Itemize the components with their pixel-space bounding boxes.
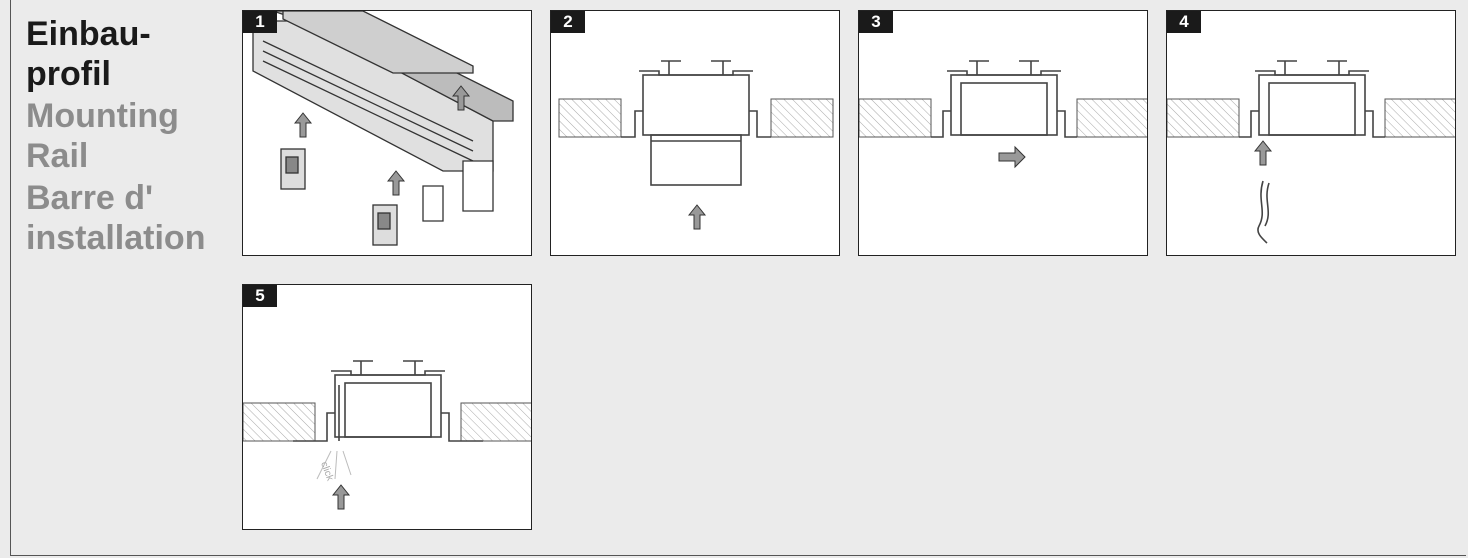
- insert-profile-arrow-up-illustration: [558, 60, 834, 230]
- step-3-number: 3: [859, 11, 893, 33]
- title-en-line2: Rail: [26, 137, 89, 175]
- step-4-number: 4: [1167, 11, 1201, 33]
- click-into-place-illustration: click: [243, 360, 531, 510]
- step-1-number: 1: [243, 11, 277, 33]
- title-de-line2: profil: [26, 55, 111, 93]
- step-2-panel: 2: [550, 10, 840, 256]
- insert-spring-clip-arrow-up-illustration: [1167, 60, 1455, 244]
- step-5-number: 5: [243, 285, 277, 307]
- rail-assembly-with-clips-illustration: [252, 11, 514, 246]
- step-4-panel: 4: [1166, 10, 1456, 256]
- slide-profile-arrow-right-illustration: [859, 60, 1147, 169]
- title-fr-line2: installation: [26, 219, 206, 257]
- title-block: Einbau- profil Mounting Rail Barre d' in…: [26, 14, 205, 258]
- title-fr-line1: Barre d': [26, 179, 154, 217]
- title-en-line1: Mounting: [26, 97, 179, 135]
- step-2-number: 2: [551, 11, 585, 33]
- title-de-line1: Einbau-: [26, 15, 151, 53]
- step-3-panel: 3: [858, 10, 1148, 256]
- step-1-panel: 1: [242, 10, 532, 256]
- step-5-panel: click 5: [242, 284, 532, 530]
